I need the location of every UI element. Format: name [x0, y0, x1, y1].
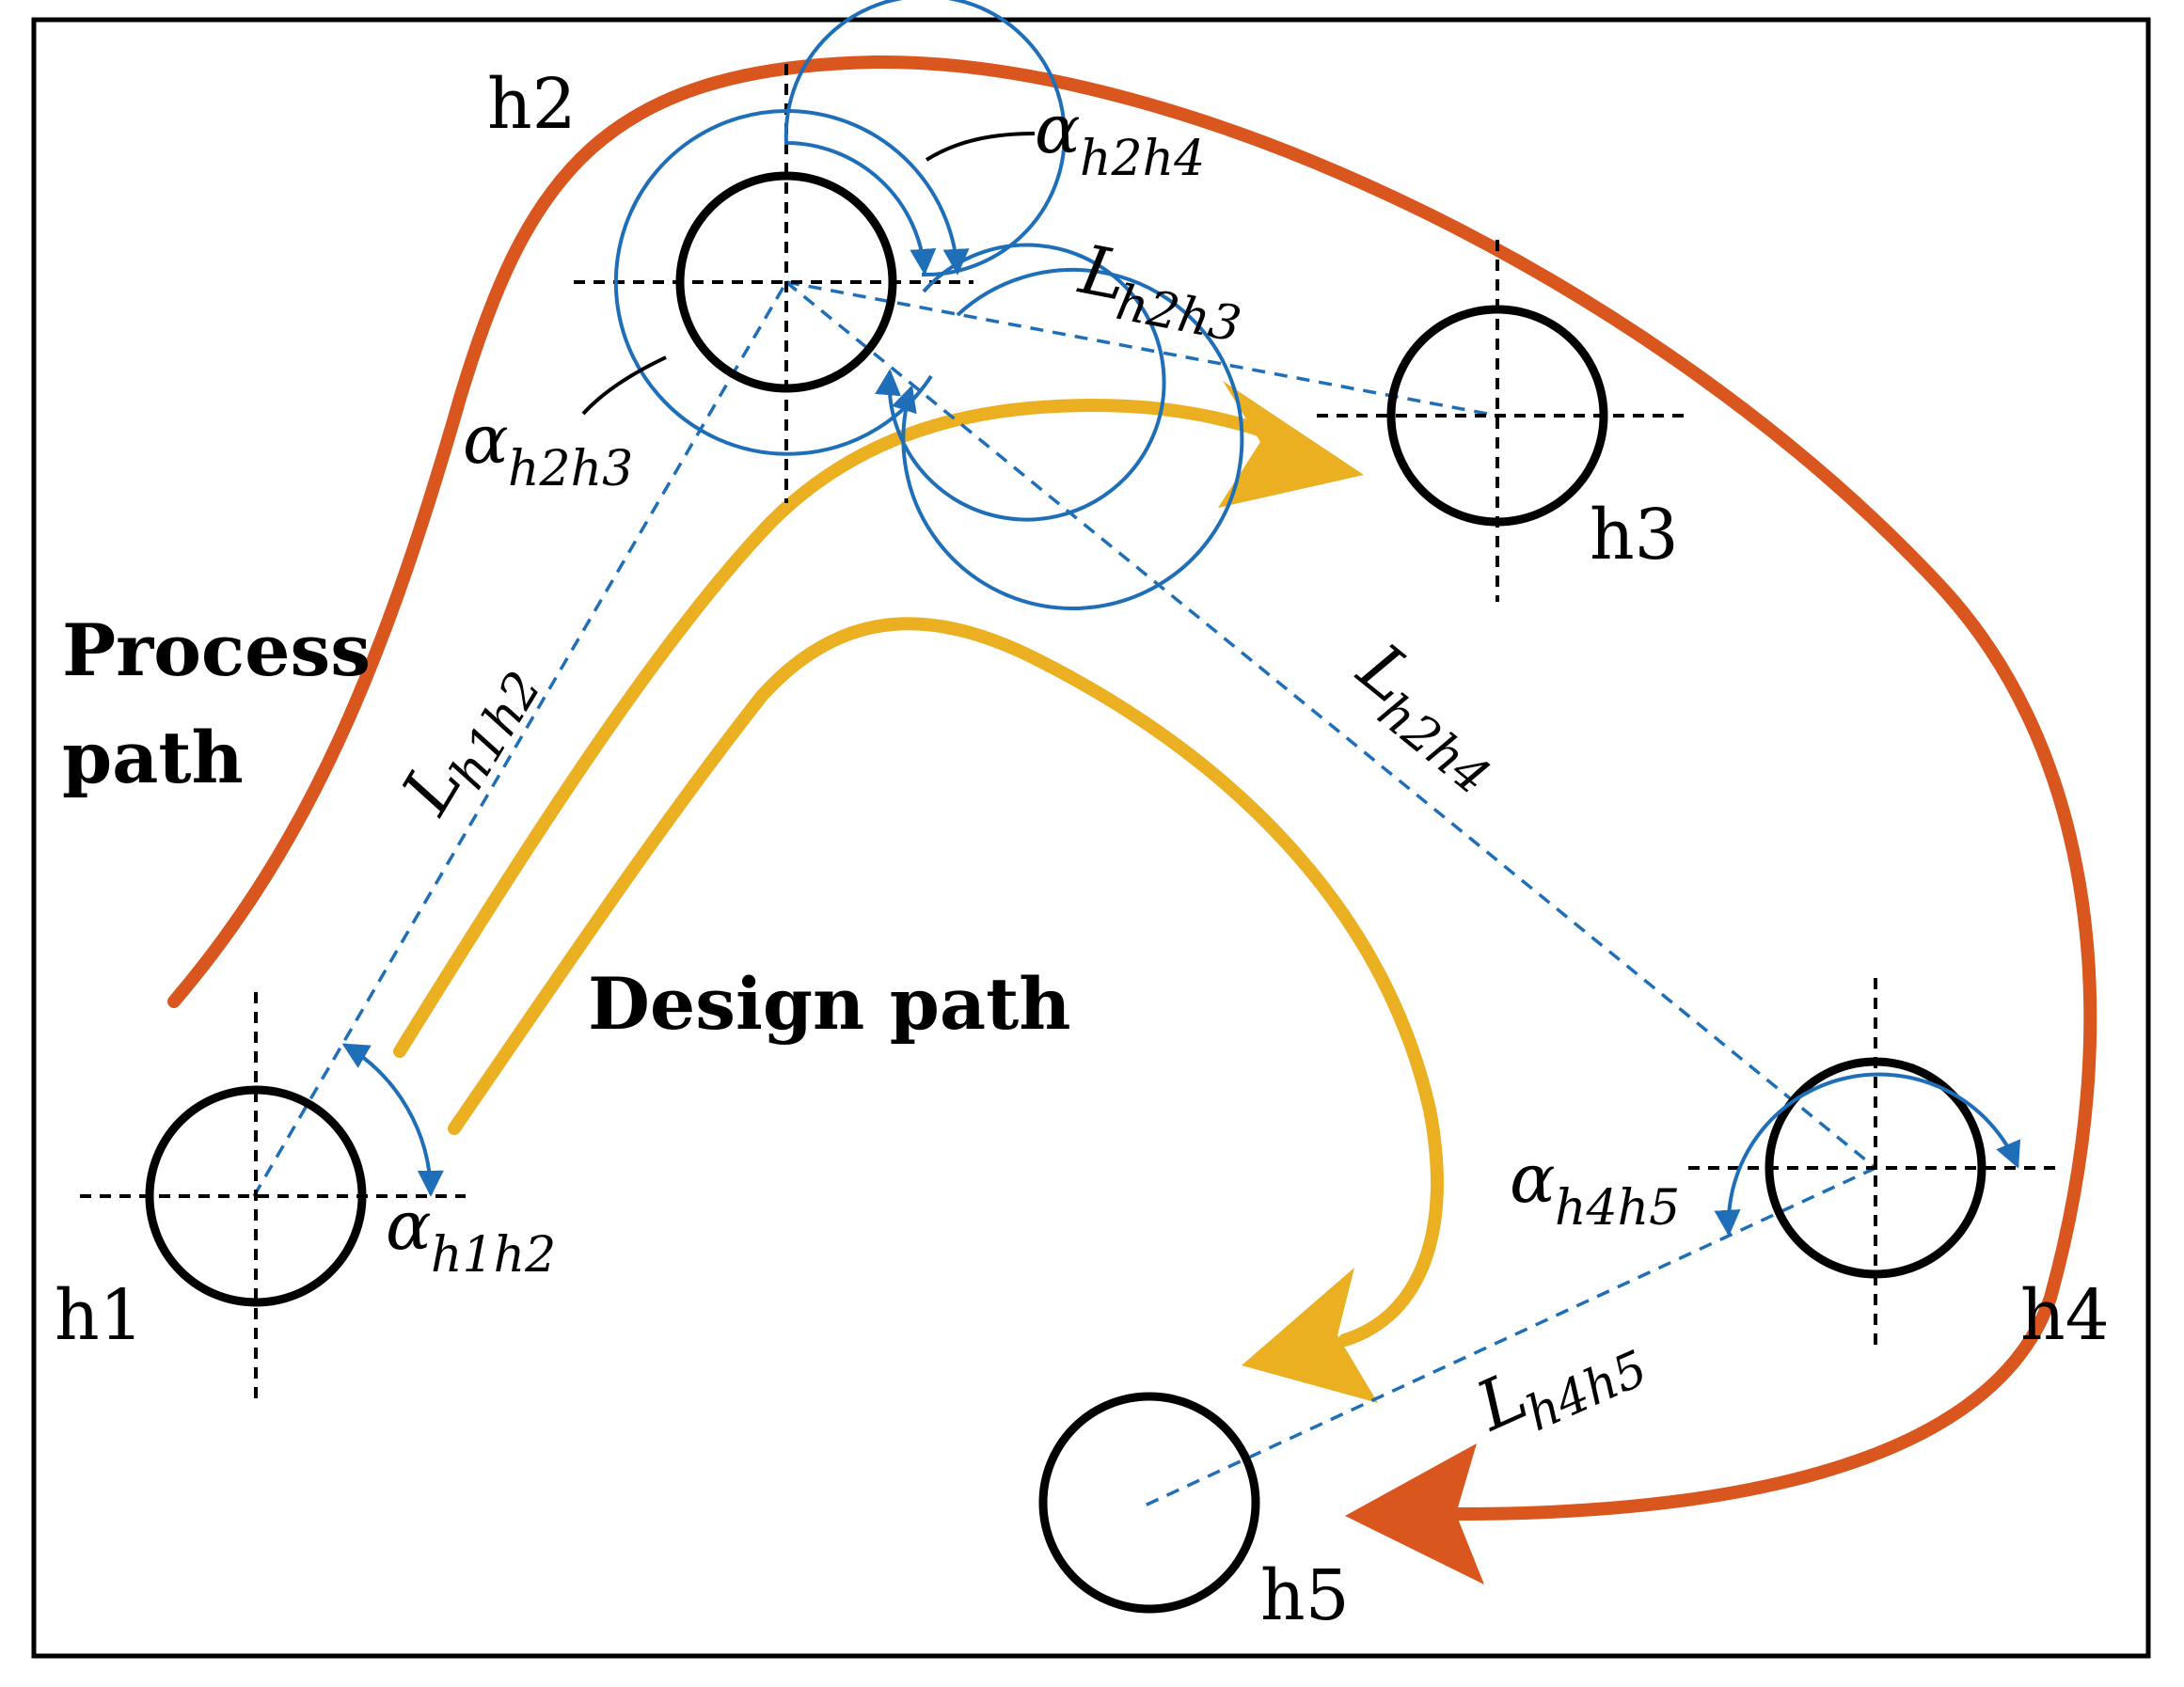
distance-line-h1h2	[252, 281, 788, 1197]
hole-h4	[1688, 978, 2060, 1349]
hole-label-h2: h2	[487, 64, 577, 145]
angle-arc-h4h5	[1714, 1072, 2021, 1237]
process-path-label-line1: Process	[62, 608, 371, 692]
design-path-arrowhead-lower	[1242, 1268, 1378, 1403]
length-symbol-h2h4: L h2h4	[1343, 627, 1500, 806]
svg-text:h4h5: h4h5	[1555, 1180, 1680, 1237]
design-path-curve-upper	[393, 399, 1286, 1058]
leader-h2h4	[925, 132, 1036, 162]
svg-text:α: α	[386, 1186, 432, 1265]
svg-text:h2h3: h2h3	[1112, 275, 1245, 354]
angle-symbol-h2h4: α h2h4	[1035, 89, 1205, 187]
angle-arc-h1h2	[341, 1043, 444, 1197]
svg-text:h1h2: h1h2	[440, 662, 553, 798]
svg-text:h1h2: h1h2	[431, 1227, 556, 1284]
hole-h5	[1038, 1392, 1260, 1614]
svg-text:α: α	[1510, 1139, 1556, 1218]
hole-label-h1: h1	[55, 1275, 144, 1356]
hole-h3	[1317, 240, 1684, 602]
svg-text:h2h4: h2h4	[1080, 131, 1205, 187]
hole-label-h4: h4	[2020, 1275, 2110, 1356]
process-path-label-line2: path	[62, 716, 244, 799]
svg-text:h2h3: h2h3	[508, 441, 633, 497]
angle-arc-h2h3-outer	[892, 267, 1244, 610]
design-path-label: Design path	[588, 962, 1071, 1046]
distance-line-h2h4	[784, 280, 1877, 1170]
process-path-curve	[167, 55, 2097, 1521]
angle-symbol-h1h2: α h1h2	[386, 1186, 556, 1284]
length-symbol-h2h3: L h2h3	[1072, 229, 1245, 354]
hole-h2	[574, 64, 973, 503]
distance-line-h4h5	[1142, 1166, 1876, 1508]
process-path-arrowhead	[1345, 1443, 1484, 1585]
hole-label-h3: h3	[1590, 495, 1679, 575]
angle-symbol-h2h3: α h2h3	[463, 400, 633, 497]
svg-text:α: α	[1035, 89, 1081, 168]
diagram-frame	[31, 17, 2151, 1659]
angle-symbol-h4h5: α h4h5	[1510, 1139, 1680, 1237]
svg-text:h2h4: h2h4	[1367, 684, 1499, 806]
design-path-curve-lower	[448, 617, 1444, 1347]
hole-label-h5: h5	[1260, 1555, 1350, 1636]
length-symbol-h1h2: L h1h2	[386, 662, 553, 828]
svg-text:h4h5: h4h5	[1518, 1340, 1655, 1443]
distance-line-h2h3	[785, 280, 1498, 418]
leader-h2h3	[581, 355, 667, 416]
angle-arc-h2h4-inner	[783, 0, 1067, 277]
svg-text:α: α	[463, 400, 509, 479]
length-symbol-h4h5: L h4h5	[1464, 1340, 1655, 1446]
angle-arc-h2h4-outer	[785, 108, 970, 276]
design-path-arrowhead-upper	[1218, 381, 1364, 508]
angle-arc-h2h3-inner	[875, 243, 1166, 522]
